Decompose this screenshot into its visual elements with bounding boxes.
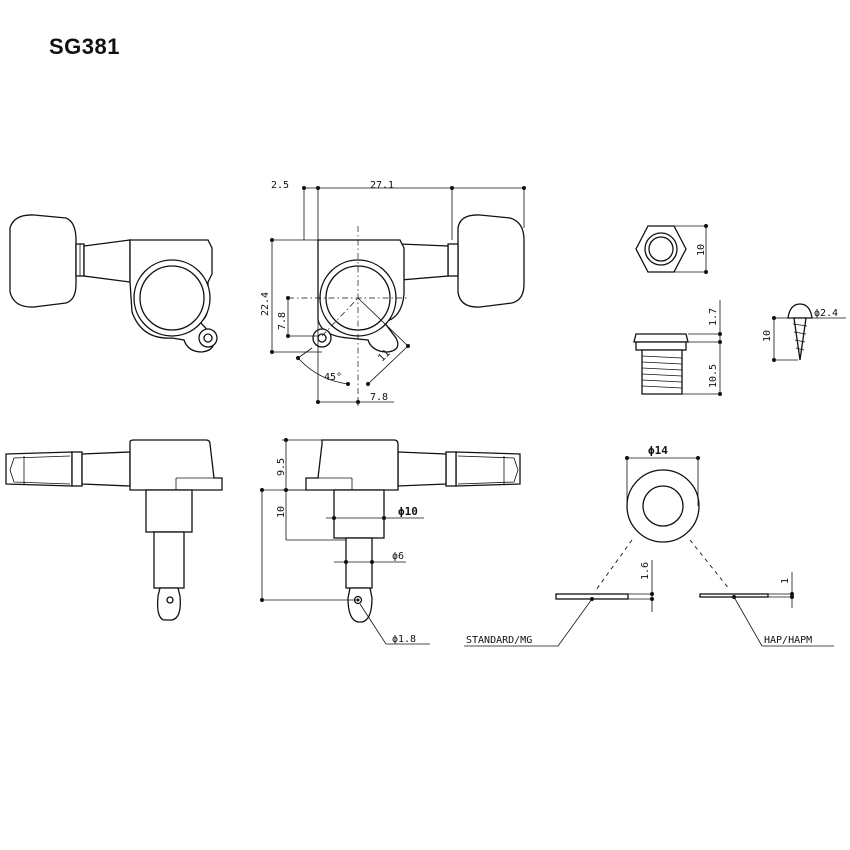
dim-hap-thk: 1: [780, 578, 791, 584]
tuner-side-view-left: [5, 439, 223, 621]
dim-shaft-length: 10: [276, 506, 287, 518]
washer-hap-section: 1 HAP/HAPM: [699, 572, 834, 647]
tuner-front-view-left: [9, 214, 218, 353]
dim-standard-thk: 1.6: [640, 562, 651, 580]
dim-pin-hole: ϕ1.8: [392, 634, 416, 645]
dim-total-length: 27.1: [370, 180, 394, 191]
dim-thread-length: 10.5: [708, 364, 719, 388]
dim-washer-top: 1.7: [708, 308, 719, 326]
dim-top-offset: 2.5: [271, 180, 289, 191]
dim-shaft-dia10: ϕ10: [398, 505, 418, 518]
tuner-side-view-dimensioned: 9.5 10 ϕ10 ϕ6 ϕ1.8: [260, 438, 521, 645]
bushing-side-view: 1.7 10.5: [633, 300, 722, 396]
label-hap-hapm: HAP/HAPM: [764, 635, 812, 646]
drawing-title: SG381: [49, 34, 120, 59]
washer-standard-section: 1.6 STANDARD/MG: [464, 560, 654, 647]
bushing-top-view: 10: [635, 224, 708, 274]
mounting-screw: 10 ϕ2.4: [762, 303, 846, 362]
dim-hole-horizontal: 7.8: [370, 392, 388, 403]
dim-washer-dia: ϕ14: [648, 444, 668, 457]
dim-shaft-dia6: ϕ6: [392, 551, 404, 562]
dim-screw-length: 10: [762, 330, 773, 342]
tuner-front-view-dimensioned: 2.5 27.1 22.4 7.8 11 45° 7.8: [260, 180, 526, 406]
dim-housing-height: 9.5: [276, 458, 287, 476]
washer-top-view: ϕ14: [595, 444, 731, 591]
dim-screw-dia: ϕ2.4: [814, 308, 838, 319]
dim-angle: 45°: [324, 372, 342, 383]
label-standard-mg: STANDARD/MG: [466, 635, 532, 646]
dim-height-total: 22.4: [260, 292, 271, 316]
dim-hole-offset: 7.8: [277, 312, 288, 330]
dim-bushing-height: 10: [696, 244, 707, 256]
